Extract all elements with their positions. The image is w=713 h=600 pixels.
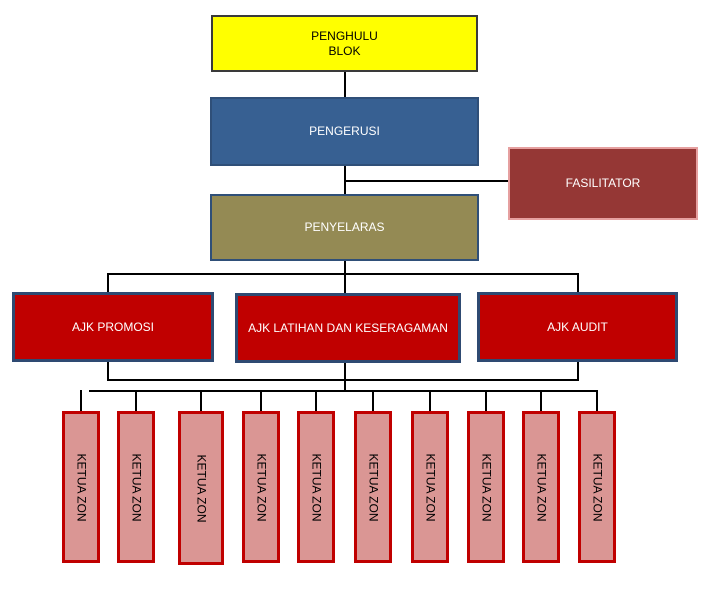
connector-ketua-zon-drop <box>596 390 598 411</box>
ketua-zon-box: KETUA ZON <box>62 411 100 563</box>
ketua-zon-box: KETUA ZON <box>467 411 505 563</box>
connector-penghulu-pengerusi <box>344 72 346 97</box>
ketua-zon-label: KETUA ZON <box>194 453 209 523</box>
connector-ketua-zon-drop <box>80 390 82 411</box>
connector-ajk-audit-bottom <box>577 362 579 380</box>
ajk-audit-label: AJK AUDIT <box>547 319 608 334</box>
connector-ketua-zon-drop <box>200 390 202 411</box>
connector-ketua-zon-drop <box>429 390 431 411</box>
ketua-zon-box: KETUA ZON <box>578 411 616 563</box>
connector-ajk-latihan-top <box>344 273 346 293</box>
fasilitator-label: FASILITATOR <box>565 176 641 190</box>
connector-ajk-latihan-bottom <box>344 363 346 391</box>
ketua-zon-box: KETUA ZON <box>411 411 449 563</box>
ketua-zon-label: KETUA ZON <box>590 452 605 522</box>
connector-ketua-zon-drop <box>372 390 374 411</box>
ketua-zon-label: KETUA ZON <box>129 452 144 522</box>
ketua-zon-label: KETUA ZON <box>423 452 438 522</box>
connector-ajk-promosi-bottom <box>107 362 109 380</box>
connector-ajk-top-bar <box>107 273 579 275</box>
connector-ketua-zon-drop <box>315 390 317 411</box>
ketua-zon-label: KETUA ZON <box>309 452 324 522</box>
ketua-zon-box: KETUA ZON <box>297 411 335 563</box>
ketua-zon-label: KETUA ZON <box>479 452 494 522</box>
ajk-audit-box: AJK AUDIT <box>477 292 678 362</box>
connector-ketua-zon-drop <box>135 390 137 411</box>
pengerusi-label: PENGERUSI <box>309 124 380 138</box>
fasilitator-box: FASILITATOR <box>508 147 698 220</box>
ajk-promosi-label: AJK PROMOSI <box>71 319 154 334</box>
connector-ketua-zon-drop <box>260 390 262 411</box>
ketua-zon-label: KETUA ZON <box>366 452 381 522</box>
penyelaras-box: PENYELARAS <box>210 194 479 261</box>
ketua-zon-box: KETUA ZON <box>522 411 560 563</box>
ajk-promosi-box: AJK PROMOSI <box>12 292 214 362</box>
ketua-zon-label: KETUA ZON <box>74 452 89 522</box>
ajk-latihan-label: AJK LATIHAN DAN KESERAGAMAN <box>248 320 448 335</box>
connector-fasilitator <box>345 180 508 182</box>
penghulu-blok-box: PENGHULU BLOK <box>211 15 478 72</box>
penghulu-label-line1: PENGHULU <box>311 28 378 43</box>
penghulu-label-line2: BLOK <box>328 43 361 58</box>
connector-ketua-zon-drop <box>540 390 542 411</box>
penyelaras-label: PENYELARAS <box>304 220 385 234</box>
connector-ketua-zon-drop <box>485 390 487 411</box>
ketua-zon-box: KETUA ZON <box>354 411 392 563</box>
ajk-latihan-box: AJK LATIHAN DAN KESERAGAMAN <box>235 293 461 363</box>
connector-ajk-bottom-bar <box>107 379 579 381</box>
connector-ajk-promosi-top <box>107 273 109 292</box>
connector-zon-bar <box>89 390 596 392</box>
ketua-zon-box: KETUA ZON <box>242 411 280 563</box>
ketua-zon-box: KETUA ZON <box>117 411 155 563</box>
connector-ajk-audit-top <box>577 273 579 292</box>
ketua-zon-label: KETUA ZON <box>534 452 549 522</box>
ketua-zon-box: KETUA ZON <box>178 411 224 565</box>
pengerusi-box: PENGERUSI <box>210 97 479 166</box>
ketua-zon-label: KETUA ZON <box>254 452 269 522</box>
connector-penyelaras-down <box>344 261 346 274</box>
